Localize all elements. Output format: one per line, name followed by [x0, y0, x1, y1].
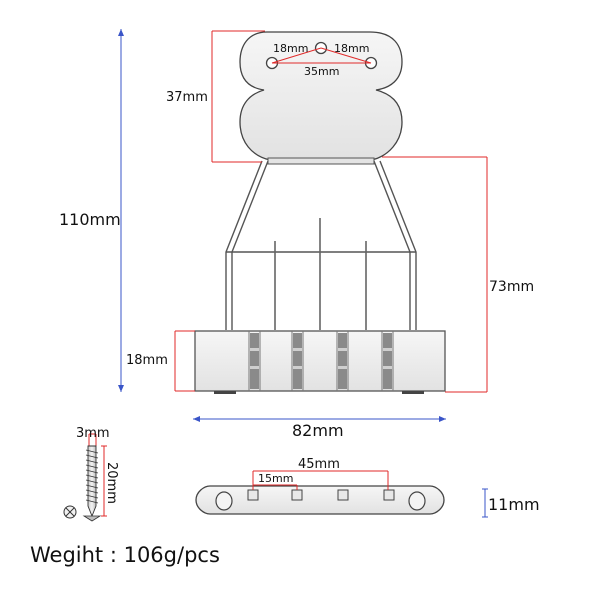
- dimension-82mm: [193, 416, 446, 422]
- base-width-label: 82mm: [292, 421, 344, 440]
- height-total-label: 110mm: [59, 210, 121, 229]
- hole-spacing-right-label: 18mm: [334, 42, 369, 55]
- plate-thickness-label: 11mm: [488, 495, 540, 514]
- wire-arms: [225, 160, 417, 330]
- dimension-45mm: [252, 470, 389, 490]
- mounting-screw: [82, 433, 107, 522]
- mounting-plate: [239, 31, 403, 165]
- base-plate: [195, 485, 445, 515]
- base-hole-left: [215, 491, 233, 511]
- dimension-18mm-saddle: [174, 330, 195, 392]
- saddle-height-label: 18mm: [126, 353, 168, 368]
- weight-caption: Wegiht : 106g/pcs: [30, 543, 220, 567]
- screw-head-icon: [63, 505, 77, 519]
- saddle-dividers: [248, 331, 394, 391]
- dimension-110mm: [118, 29, 124, 392]
- dimension-37mm: [211, 30, 265, 163]
- hole-spacing-left-label: 18mm: [273, 42, 308, 55]
- base-hole-right: [408, 491, 426, 511]
- plate-height-label: 37mm: [166, 90, 208, 105]
- slot-spacing-label: 15mm: [258, 472, 293, 485]
- screw-length-label: 20mm: [104, 462, 119, 504]
- screw-diameter-label: 3mm: [76, 426, 110, 441]
- saddle-screw-threads: [250, 348, 392, 369]
- wire-height-label: 73mm: [489, 279, 534, 295]
- slot-span-label: 45mm: [298, 457, 340, 472]
- dimension-73mm: [382, 156, 488, 393]
- dimension-15mm: [253, 484, 298, 490]
- hole-span-label: 35mm: [304, 65, 339, 78]
- base-slots: [247, 489, 395, 501]
- hole-spacing-lines: [271, 47, 372, 64]
- saddle-block: [194, 330, 446, 394]
- saddle-screws: [250, 333, 392, 389]
- string-pins: [274, 218, 367, 330]
- dimension-11mm: [482, 488, 488, 518]
